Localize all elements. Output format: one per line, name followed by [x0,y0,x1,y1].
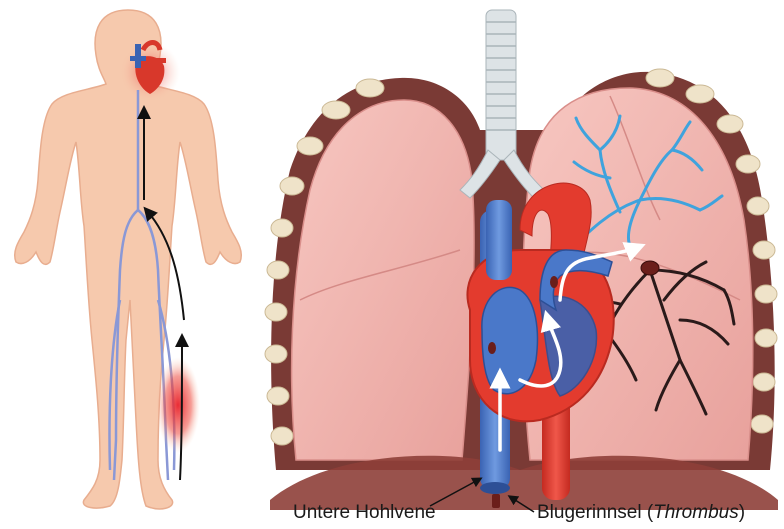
ivc-thrombus [492,494,500,508]
thrombus-label: Blugerinnsel (Thrombus) [537,502,745,524]
inferior-vena-cava-label: Untere Hohlvene [293,502,436,524]
thrombus-label-close: ) [739,502,745,523]
lung-thrombus [641,261,659,275]
thrombus-label-italic: Thrombus [653,502,739,523]
superior-vena-cava [486,200,512,280]
calf-clot-glow [156,357,200,453]
thrombus-label-text: Blugerinnsel ( [537,502,653,523]
